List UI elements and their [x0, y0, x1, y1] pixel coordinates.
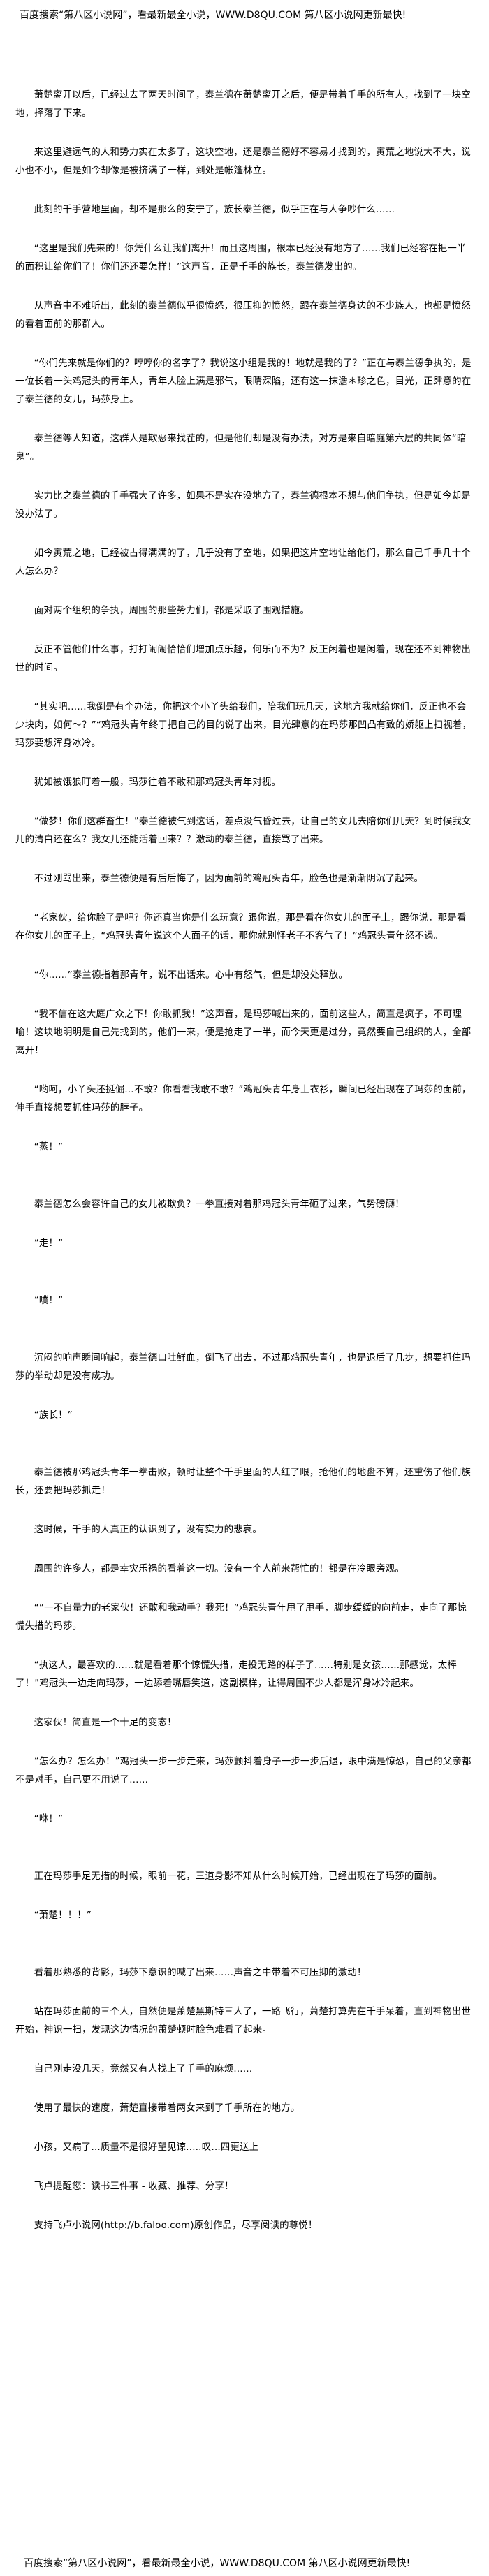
paragraph: “老家伙，给你脸了是吧？你还真当你是什么玩意？跟你说，那是看在你女儿的面子上，跟… [15, 913, 467, 942]
paragraph: “族长！” [34, 1410, 73, 1421]
paragraph: “其实吧……我倒是有个办法，你把这个小丫头给我们，陪我们玩几天，这地方我就给你们… [15, 702, 472, 749]
paragraph: “蒸！” [34, 1142, 64, 1152]
paragraph: 正在玛莎手足无措的时候，眼前一花，三道身影不知从什么时候开始，已经出现在了玛莎的… [34, 1871, 443, 1882]
paragraph: 自己刚走没几天，竟然又有人找上了千手的麻烦…… [34, 2064, 253, 2074]
paragraph: “我不信在这大庭广众之下！你敢抓我！”这声音，是玛莎喊出来的，面前这些人，简直是… [15, 1009, 472, 1056]
paragraph: “噗！” [34, 1296, 64, 1306]
paragraph: 站在玛莎面前的三个人，自然便是萧楚黑斯特三人了，一路飞行，萧楚打算先在千手呆着，… [15, 2007, 471, 2035]
paragraph: 犹如被饿狼盯着一般，玛莎往着不敢和那鸡冠头青年对视。 [34, 777, 282, 788]
paragraph: 如今寅荒之地，已经被占得满满的了，几乎没有了空地，如果把这片空地让给他们，那么自… [15, 548, 471, 577]
paragraph: “哟呵，小丫头还挺倔…不敢？你看看我敢不敢？”鸡冠头青年身上衣衫，瞬间已经出现在… [15, 1085, 472, 1113]
paragraph: “萧楚！！！” [34, 1910, 92, 1921]
paragraph: 周围的许多人，都是幸灾乐祸的看着这一切。没有一个人前来帮忙的！都是在冷眼旁观。 [34, 1564, 404, 1574]
paragraph: 小孩，又病了…质量不是很好望见谅..…叹…四更送上 [34, 2142, 259, 2153]
paragraph: 实力比之泰兰德的千手强大了许多，如果不是实在没地方了，泰兰德根本不想与他们争执，… [15, 491, 471, 520]
page: 百度搜索“第八区小说网”，看最新最全小说，WWW.D8QU.COM 第八区小说网… [0, 6, 489, 2576]
paragraph: 看着那熟悉的背影，玛莎下意识的喊了出来……声音之中带着不可压抑的激动！ [34, 1968, 367, 1978]
paragraph: “走！” [34, 1238, 64, 1249]
paragraph: 反正不管他们什么事，打打闹闹恰恰们增加点乐趣，何乐而不为？反正闲着也是闲着，现在… [15, 645, 471, 673]
paragraph: 从声音中不难听出，此刻的泰兰德似乎很愤怒，很压抑的愤怒，跟在泰兰德身边的不少族人… [15, 301, 471, 330]
paragraph: 这时候，千手的人真正的认识到了，没有实力的悲哀。 [34, 1525, 262, 1535]
paragraph: 萧楚离开以后，已经过去了两天时间了，泰兰德在萧楚离开之后，便是带着千手的所有人，… [15, 90, 471, 119]
paragraph: “”一不自量力的老家伙！还敢和我动手？我死！”鸡冠头青年甩了甩手，脚步缓缓的向前… [15, 1603, 467, 1632]
paragraph: 支持飞卢小说网(http://b.faloo.com)原创作品，尽享阅读的尊悦！ [34, 2220, 318, 2231]
chapter-content: 萧楚离开以后，已经过去了两天时间了，泰兰德在萧楚离开之后，便是带着千手的所有人，… [15, 87, 474, 2235]
paragraph: 飞卢提醒您：读书三件事 - 收藏、推荐、分享！ [34, 2181, 234, 2192]
paragraph: “做梦！你们这群畜生！”泰兰德被气到这话，差点没气昏过去，让自己的女儿去陪你们几… [15, 817, 472, 845]
paragraph: “你们先来就是你们的？哼哼你的名字了？我说这小组是我的！地就是我的了？”正在与泰… [15, 358, 472, 405]
paragraph: 使用了最快的速度，萧楚直接带着两女来到了千手所在的地方。 [34, 2103, 300, 2114]
paragraph: 泰兰德等人知道，这群人是欺恶来找茬的，但是他们却是没有办法，对方是来自暗庭第六层… [15, 434, 467, 462]
paragraph: 泰兰德被那鸡冠头青年一拳击败，顿时让整个千手里面的人红了眼，抢他们的地盘不算，还… [15, 1468, 471, 1496]
footer-banner: 百度搜索“第八区小说网”，看最新最全小说，WWW.D8QU.COM 第八区小说网… [24, 2558, 411, 2569]
paragraph: “执这人，最喜欢的……就是看着那个惊慌失措，走投无路的样子了……特别是女孩……那… [15, 1660, 457, 1689]
paragraph: 沉闷的响声瞬间响起，泰兰德口吐鲜血，倒飞了出去，不过那鸡冠头青年，也是退后了几步… [15, 1353, 471, 1382]
paragraph: 来这里避远气的人和势力实在太多了，这块空地，还是泰兰德好不容易才找到的，寅荒之地… [15, 147, 471, 176]
paragraph: “你……”泰兰德指着那青年，说不出话来。心中有怒气，但是却没处释放。 [34, 970, 348, 981]
paragraph: 泰兰德怎么会容许自己的女儿被欺负？一拳直接对着那鸡冠头青年砸了过来，气势磅礴！ [34, 1199, 404, 1210]
paragraph: 不过刚骂出来，泰兰德便是有后后悔了，因为面前的鸡冠头青年，脸色也是渐渐阴沉了起来… [34, 874, 424, 884]
paragraph: 这家伙！简直是一个十足的变态！ [34, 1718, 177, 1728]
paragraph: 面对两个组织的争执，周围的那些势力们，都是采取了围观措施。 [34, 606, 309, 616]
paragraph: “咻！” [34, 1814, 64, 1824]
header-banner: 百度搜索“第八区小说网”，看最新最全小说，WWW.D8QU.COM 第八区小说网… [20, 10, 407, 21]
paragraph: “怎么办？怎么办！”鸡冠头一步一步走来，玛莎颤抖着身子一步一步后退，眼中满是惊恐… [15, 1757, 472, 1785]
paragraph: “这里是我们先来的！你凭什么让我们离开！而且这周围，根本已经没有地方了……我们已… [15, 244, 467, 272]
paragraph: 此刻的千手营地里面，却不是那么的安宁了，族长泰兰德，似乎正在与人争吵什么…… [34, 205, 395, 215]
